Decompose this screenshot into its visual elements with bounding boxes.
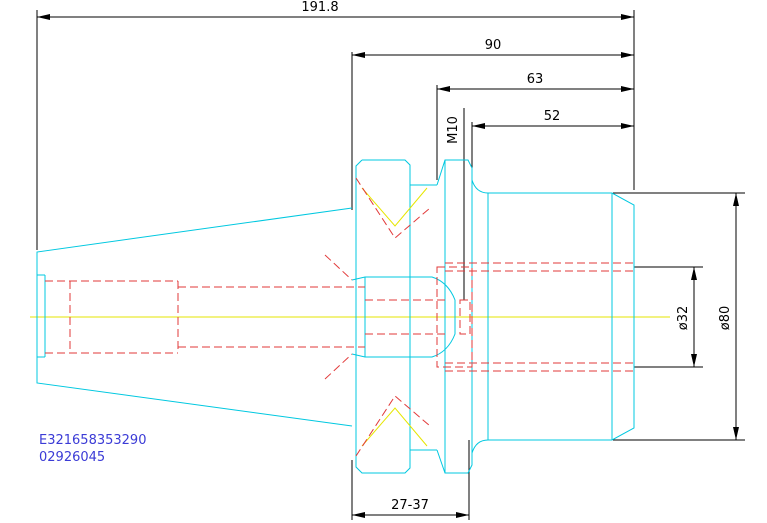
dim-length-63: 63: [527, 72, 544, 87]
part-code-2: 02926045: [39, 450, 105, 465]
dim-length-90: 90: [485, 38, 502, 53]
dim-length-52: 52: [544, 109, 561, 124]
v-groove: [355, 177, 431, 457]
hidden-lines: [45, 254, 634, 380]
part-code-1: E321658353290: [39, 433, 146, 448]
dim-diameter-80: ø80: [718, 306, 733, 331]
part-outline: [36, 159, 635, 474]
dim-thread-m10: M10: [446, 116, 461, 144]
dim-diameter-32: ø32: [676, 306, 691, 331]
dim-overall-length: 191.8: [301, 0, 338, 15]
dim-range-27-37: 27-37: [391, 498, 429, 513]
